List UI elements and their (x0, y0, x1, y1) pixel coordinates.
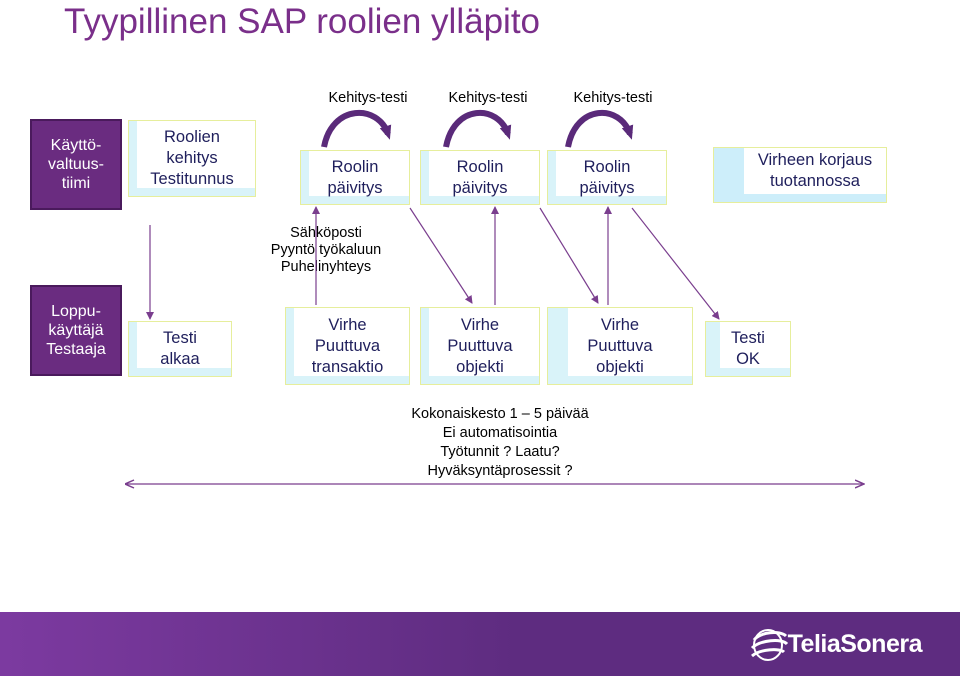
test-ok-box: Testi OK (705, 321, 791, 377)
role-update-box-1: Roolin päivitys (300, 150, 410, 205)
lane-bottom-line-3: Testaaja (46, 341, 106, 358)
test-ok-line-2: OK (736, 350, 760, 368)
error3-line-3: objekti (596, 357, 644, 376)
arrow-update1-to-error2 (409, 207, 473, 304)
error-missing-object-box-1: Virhe Puuttuva objekti (420, 307, 540, 385)
production-fix-box: Virheen korjaus tuotannossa (713, 147, 887, 203)
summary-line-3: Työtunnit ? Laatu? (440, 444, 560, 460)
lane-bottom-line-2: käyttäjä (48, 322, 104, 339)
channels-line-2: Pyyntö työkaluun (270, 242, 382, 258)
error3-line-2: Puuttuva (587, 336, 653, 355)
phase-label-1: Kehitys-testi (328, 90, 408, 106)
lane-top-line-2: valtuus- (47, 156, 105, 173)
lane-authorization-team: Käyttö- valtuus- tiimi (30, 119, 122, 210)
roles-dev-line-1: Roolien (164, 128, 220, 146)
summary-line-1: Kokonaiskesto 1 – 5 päivää (411, 406, 589, 422)
update1-line-1: Roolin (331, 157, 379, 176)
update2-line-1: Roolin (456, 157, 504, 176)
curved-arrow-3 (565, 109, 634, 148)
curved-arrow-1 (321, 110, 392, 148)
test-start-box: Testi alkaa (128, 321, 232, 377)
diagram-arrows (0, 109, 960, 612)
page-title: Tyypillinen SAP roolien ylläpito (64, 2, 541, 41)
fix-line-1: Virheen korjaus (757, 151, 873, 169)
error1-line-1: Virhe (328, 315, 367, 334)
footer-bar (0, 612, 960, 676)
summary-line-2: Ei automatisointia (442, 425, 558, 441)
error2-line-1: Virhe (460, 315, 500, 334)
channels-line-3: Puhelinyhteys (280, 259, 372, 275)
roles-dev-line-2: kehitys (166, 149, 218, 167)
lane-bottom-line-1: Loppu- (51, 303, 101, 320)
error-missing-object-box-2: Virhe Puuttuva objekti (547, 307, 693, 385)
test-start-line-2: alkaa (160, 350, 200, 368)
role-update-box-3: Roolin päivitys (547, 150, 667, 205)
update3-line-1: Roolin (583, 157, 631, 176)
phase-label-2: Kehitys-testi (448, 90, 528, 106)
curved-arrow-2 (443, 109, 512, 148)
summary-line-4: Hyväksyntäprosessit ? (427, 463, 573, 479)
channels-line-1: Sähköposti (290, 225, 362, 241)
test-start-line-1: Testi (163, 329, 197, 347)
test-ok-line-1: Testi (731, 329, 765, 347)
roles-dev-line-3: Testitunnus (150, 170, 234, 188)
role-update-box-2: Roolin päivitys (420, 150, 540, 205)
phase-label-3: Kehitys-testi (573, 90, 653, 106)
roles-development-box: Roolien kehitys Testitunnus (128, 120, 256, 197)
error1-line-3: transaktio (311, 357, 384, 376)
arrow-update3-to-testok (631, 207, 720, 320)
channels-note: Sähköposti Pyyntö työkaluun Puhelinyhtey… (256, 225, 396, 276)
update3-line-2: päivitys (579, 178, 635, 197)
error1-line-2: Puuttuva (314, 336, 381, 355)
summary-note: Kokonaiskesto 1 – 5 päivää Ei automatiso… (390, 405, 610, 481)
arrow-update2-to-error3 (539, 207, 599, 304)
error2-line-2: Puuttuva (447, 336, 513, 355)
footer-logo-text: TeliaSonera (787, 630, 923, 658)
lane-top-line-3: tiimi (61, 175, 91, 192)
update1-line-2: päivitys (327, 178, 383, 197)
fix-line-2: tuotannossa (770, 172, 860, 190)
error2-line-3: objekti (456, 357, 504, 376)
lane-top-line-1: Käyttö- (50, 137, 102, 154)
update2-line-2: päivitys (452, 178, 508, 197)
lane-end-user-tester: Loppu- käyttäjä Testaaja (30, 285, 122, 376)
error3-line-1: Virhe (600, 315, 640, 334)
error-missing-transaction-box: Virhe Puuttuva transaktio (285, 307, 410, 385)
